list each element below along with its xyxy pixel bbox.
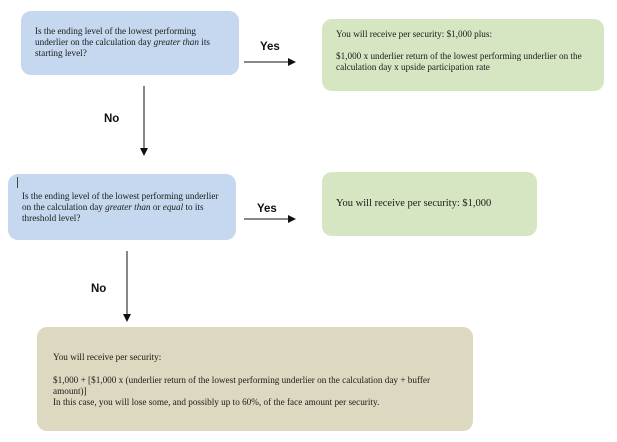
question-1-text: Is the ending level of the lowest perfor… (35, 26, 210, 59)
text-cursor (17, 177, 18, 188)
no-label-1: No (104, 113, 120, 125)
answer-2-text: You will receive per security: $1,000 (336, 198, 492, 209)
answer-1-box: You will receive per security: $1,000 pl… (322, 19, 604, 91)
answer-1-line2: $1,000 x underlier return of the lowest … (336, 51, 582, 73)
yes-label-1: Yes (260, 41, 280, 53)
yes-label-2: Yes (257, 203, 277, 215)
question-2-text: Is the ending level of the lowest perfor… (22, 191, 219, 224)
answer-1-line1: You will receive per security: $1,000 pl… (336, 29, 492, 39)
question-1-box: Is the ending level of the lowest perfor… (21, 11, 239, 75)
no-label-2: No (91, 283, 107, 295)
final-line1: You will receive per security: (53, 352, 162, 362)
question-2-box: Is the ending level of the lowest perfor… (8, 174, 236, 240)
final-line2: $1,000 + [$1,000 x (underlier return of … (53, 375, 431, 397)
final-outcome-box: You will receive per security: $1,000 + … (37, 327, 473, 431)
final-line3: In this case, you will lose some, and po… (53, 397, 380, 407)
answer-2-box: You will receive per security: $1,000 (322, 172, 537, 236)
